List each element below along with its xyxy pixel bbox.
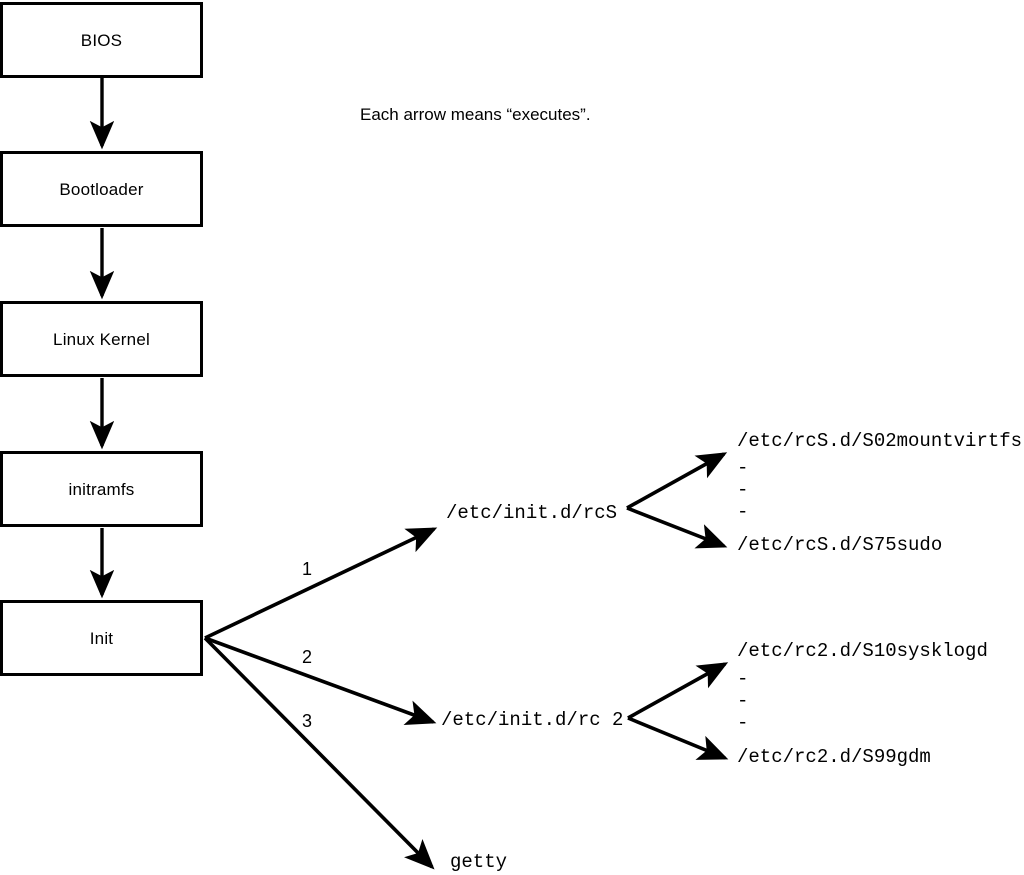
- rcs-ellipsis-dash-1: -: [737, 457, 749, 479]
- branch-number-3: 3: [302, 711, 313, 731]
- stage-label-init: Init: [89, 628, 114, 648]
- stage-box-init: Init: [0, 600, 203, 676]
- stage-box-linux-kernel: Linux Kernel: [0, 301, 203, 377]
- rc2-ellipsis-dash-2: -: [737, 690, 749, 712]
- stage-box-bootloader: Bootloader: [0, 151, 203, 227]
- stage-label-initramfs: initramfs: [68, 479, 135, 499]
- rc2-ellipsis-dash-3: -: [737, 712, 749, 734]
- diagram-caption: Each arrow means “executes”.: [360, 105, 591, 124]
- target-label-rcs: /etc/init.d/rcS: [446, 502, 618, 524]
- rcs-script-first: /etc/rcS.d/S02mountvirtfs: [737, 430, 1023, 452]
- branch-number-1: 1: [302, 559, 313, 579]
- stage-box-bios: BIOS: [0, 2, 203, 78]
- arrow-rc2-to-last-script: [627, 716, 729, 760]
- rc2-ellipsis-dash-1: -: [737, 668, 749, 690]
- stage-box-initramfs: initramfs: [0, 451, 203, 527]
- rc2-script-last: /etc/rc2.d/S99gdm: [737, 746, 931, 768]
- arrow-init-to-rc2: [204, 636, 437, 725]
- rc2-script-first: /etc/rc2.d/S10sysklogd: [737, 640, 988, 662]
- arrow-rc2-to-first-script: [627, 662, 729, 720]
- arrow-rcs-to-first-script: [626, 452, 728, 510]
- target-label-getty: getty: [450, 851, 508, 873]
- rcs-ellipsis-dash-3: -: [737, 501, 749, 523]
- arrow-init-to-rcs: [204, 527, 438, 640]
- stage-label-bios: BIOS: [80, 30, 123, 50]
- arrow-init-to-getty: [203, 636, 435, 870]
- target-label-rc2: /etc/init.d/rc 2: [441, 709, 624, 731]
- rcs-ellipsis-dash-2: -: [737, 479, 749, 501]
- branch-number-2: 2: [302, 647, 313, 667]
- arrow-rcs-to-last-script: [626, 506, 728, 549]
- stage-label-linux-kernel: Linux Kernel: [53, 329, 150, 349]
- stage-label-bootloader: Bootloader: [59, 179, 144, 199]
- rcs-script-last: /etc/rcS.d/S75sudo: [737, 534, 943, 556]
